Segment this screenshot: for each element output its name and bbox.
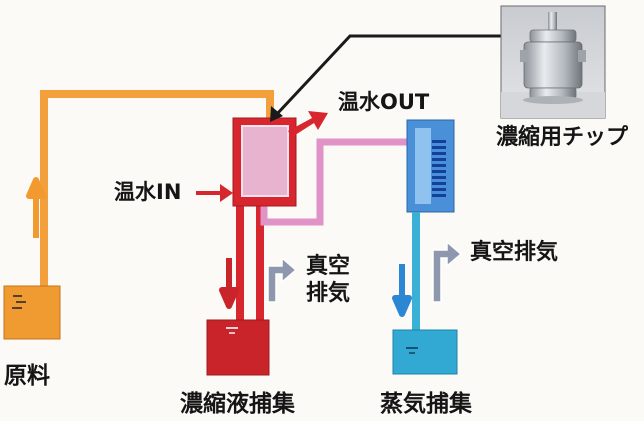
vacuum-exhaust-arrow-2 [432, 240, 463, 303]
vacuum-exhaust-arrow-1 [267, 256, 298, 303]
raw-material-label: 原料 [4, 363, 50, 389]
concentrate-collection-tank [206, 319, 270, 376]
vapor-collection-tank [392, 329, 458, 375]
concentrate-down-arrow [219, 258, 239, 309]
condenser-coil [432, 140, 446, 197]
concentration-chip-photo [500, 5, 606, 119]
hot-water-out-arrow [288, 111, 328, 137]
vapor-down-arrow [392, 264, 412, 317]
feed-direction-arrow [26, 177, 46, 238]
concentrator-unit [232, 117, 297, 207]
chip-callout-pointer [270, 34, 501, 122]
hot-water-in-label: 温水IN [114, 180, 182, 204]
raw-material-tank [3, 285, 61, 340]
vapor-pipe [260, 138, 412, 226]
vacuum-exhaust-label-2: 真空排気 [470, 240, 559, 265]
vacuum-exhaust-label-1-line2: 排気 [306, 281, 351, 306]
hot-water-out-label: 温水OUT [338, 90, 430, 114]
vacuum-exhaust-label-1-line1: 真空 [306, 254, 351, 279]
hot-water-in-arrow [196, 184, 233, 202]
concentrate-drain-pipe [236, 204, 264, 324]
chip-caption-label: 濃縮用チップ [496, 125, 629, 150]
vapor-collection-label: 蒸気捕集 [380, 391, 472, 417]
concentrate-collection-label: 濃縮液捕集 [180, 391, 295, 417]
condenser-unit [406, 119, 455, 332]
